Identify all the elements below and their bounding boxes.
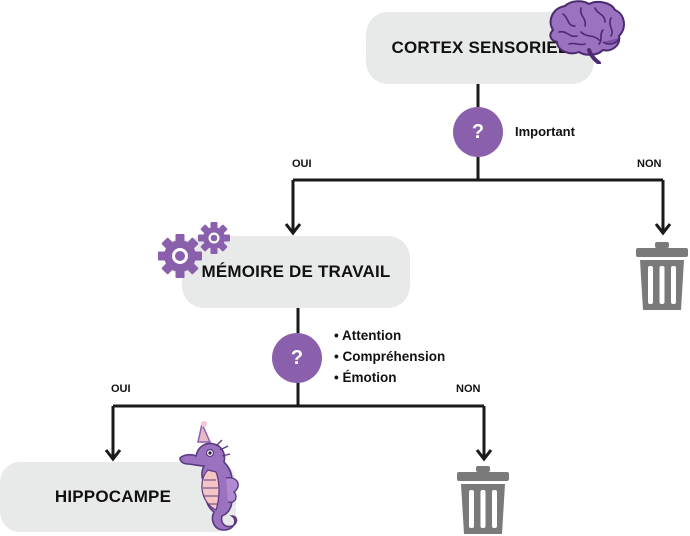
- node-label: HIPPOCAMPE: [54, 487, 172, 506]
- trash-can-icon: [636, 242, 688, 310]
- decision-circle-2: ?: [272, 333, 322, 383]
- criterion-item: Compréhension: [334, 346, 445, 367]
- branch-yes-label-1: OUI: [292, 158, 312, 170]
- decision-2-criteria: Attention Compréhension Émotion: [334, 325, 445, 388]
- branch-no-label-2: NON: [456, 383, 481, 395]
- decision-circle-1: ?: [453, 107, 503, 157]
- trash-can-icon: [457, 466, 509, 534]
- seahorse-icon: [179, 421, 239, 531]
- question-mark: ?: [471, 120, 485, 143]
- node-hippocampus: HIPPOCAMPE: [0, 462, 236, 532]
- question-mark: ?: [290, 346, 304, 369]
- branch-yes-label-2: OUI: [111, 383, 131, 395]
- node-label: CORTEX SENSORIEL: [391, 38, 569, 57]
- branch-no-label-1: NON: [637, 158, 662, 170]
- criterion-item: Attention: [334, 325, 445, 346]
- decision-1-label: Important: [515, 124, 575, 139]
- brain-icon: [549, 0, 625, 64]
- node-label: MÉMOIRE DE TRAVAIL: [201, 262, 391, 281]
- gears-icon: [158, 222, 230, 278]
- criterion-item: Émotion: [334, 367, 445, 388]
